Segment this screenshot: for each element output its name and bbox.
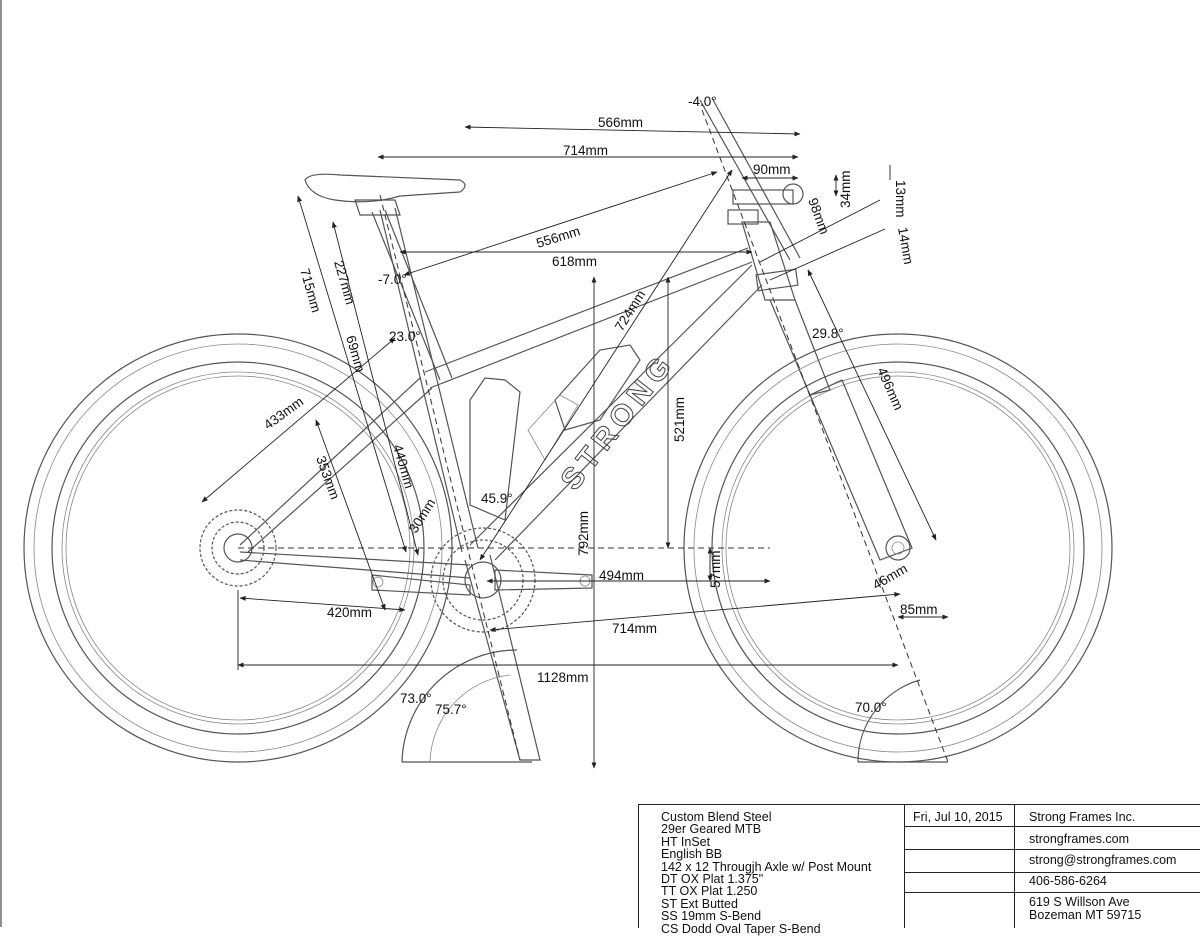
angle-stem: -4.0°	[688, 94, 717, 109]
spec-line: English BB	[661, 847, 723, 862]
spec-line: HT InSet	[661, 834, 711, 849]
date-column: Fri, Jul 10, 2015	[904, 805, 1015, 928]
dim-792: 792mm	[576, 511, 591, 556]
spec-line: DT OX Plat 1.375"	[661, 872, 764, 886]
dim-714-front-center: 714mm	[612, 621, 657, 636]
dim-85: 85mm	[900, 602, 938, 617]
angle-bb: 45.9°	[481, 491, 513, 506]
spec-line: ST Ext Butted	[661, 896, 738, 911]
downtube-logo: STRONG	[555, 346, 682, 496]
spec-line: CS Dodd Oval Taper S-Bend	[661, 921, 821, 936]
angle-seatstay: 23.0°	[389, 329, 421, 344]
dim-69: 69mm	[343, 334, 368, 374]
title-block: Custom Blend Steel 29er Geared MTB HT In…	[638, 804, 1200, 935]
company-phone: 406-586-6264	[1029, 874, 1107, 888]
dim-566: 566mm	[598, 115, 643, 130]
dim-353: 353mm	[313, 454, 342, 501]
spec-line: TT OX Plat 1.250	[661, 884, 758, 899]
spec-line: Custom Blend Steel	[661, 810, 772, 824]
dimension-lines	[201, 124, 949, 769]
angle-labels: -4.0° -7.0° 23.0° 29.8° 45.9° 73.0° 75.7…	[378, 94, 887, 717]
dim-227: 227mm	[331, 259, 358, 306]
dim-714-top: 714mm	[563, 143, 608, 158]
angle-seat-tube-73: 73.0°	[400, 691, 432, 706]
drawing-date: Fri, Jul 10, 2015	[913, 810, 1003, 824]
angle-seat: -7.0°	[378, 272, 407, 287]
stem-handlebar	[699, 97, 804, 261]
dim-556: 556mm	[534, 223, 581, 251]
dim-98: 98mm	[805, 196, 832, 236]
title-block-rule	[904, 826, 1200, 827]
title-block-rule	[904, 849, 1200, 850]
dim-724: 724mm	[612, 287, 649, 333]
spec-line: SS 19mm S-Bend	[661, 909, 762, 924]
suspension-fork	[755, 268, 913, 561]
title-block-rule	[904, 892, 1200, 893]
company-email[interactable]: strong@strongframes.com	[1029, 853, 1177, 867]
angle-seat-tube-757: 75.7°	[435, 702, 467, 717]
dim-1128: 1128mm	[537, 670, 589, 685]
spec-line: 142 x 12 Througjh Axle w/ Post Mount	[661, 859, 872, 874]
dim-618: 618mm	[552, 254, 597, 269]
dim-90: 90mm	[753, 162, 791, 177]
angle-head-tube-70: 70.0°	[855, 700, 887, 715]
dim-46: 46mm	[870, 561, 910, 593]
dim-521: 521mm	[672, 397, 687, 442]
company-website[interactable]: strongframes.com	[1029, 832, 1130, 846]
spec-line: 29er Geared MTB	[661, 822, 762, 837]
company-name: Strong Frames Inc.	[1029, 810, 1136, 824]
dim-14: 14mm	[895, 226, 916, 266]
dim-433: 433mm	[261, 394, 306, 433]
company-address-line2: Bozeman MT 59715	[1029, 908, 1142, 922]
dim-494: 494mm	[599, 568, 644, 583]
spec-column: Custom Blend Steel 29er Geared MTB HT In…	[639, 805, 905, 935]
chainring	[371, 527, 593, 633]
company-address-line1: 619 S Willson Ave	[1029, 895, 1130, 909]
dim-715: 715mm	[297, 267, 324, 314]
title-block-rule	[904, 872, 1200, 873]
dim-34: 34mm	[838, 170, 853, 208]
angle-head-top: 29.8°	[812, 326, 844, 341]
dim-13: 13mm	[893, 180, 908, 218]
dim-57: 57mm	[708, 550, 723, 588]
dim-420: 420mm	[327, 605, 372, 620]
